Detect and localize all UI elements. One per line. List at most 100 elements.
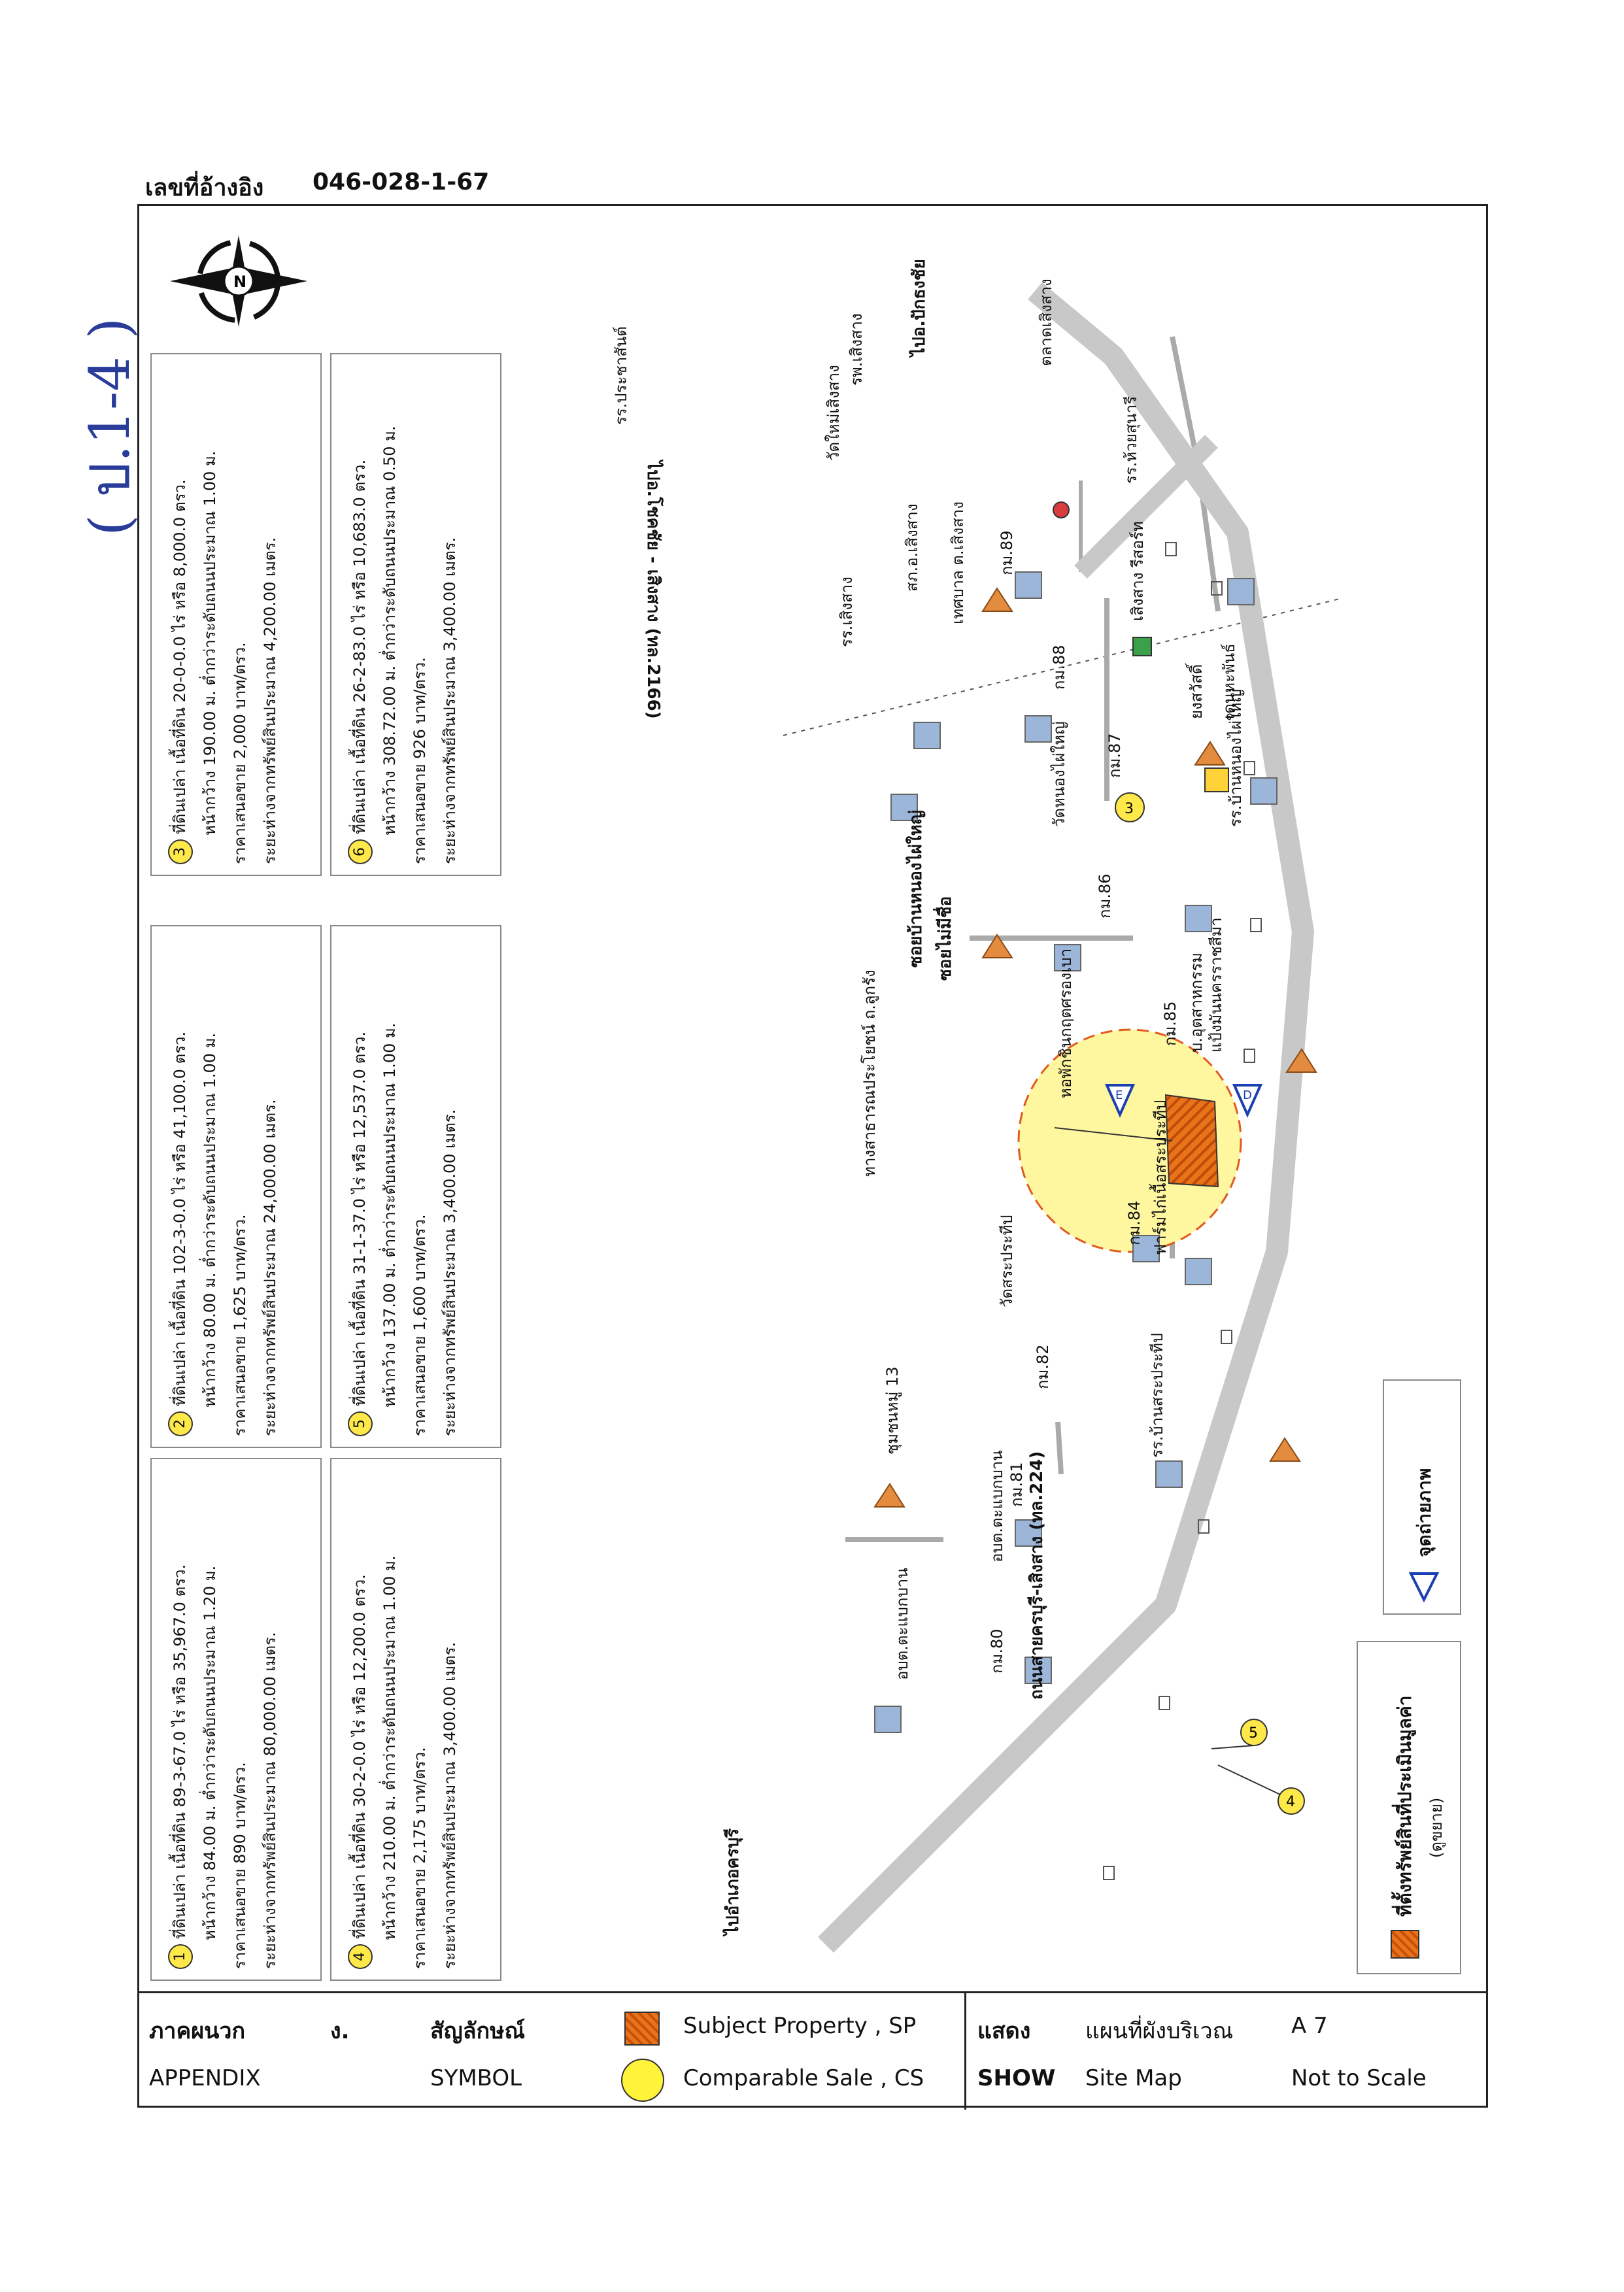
legend-photo-point: จุดถ่ายภาพ xyxy=(1383,1379,1461,1615)
temple-icon xyxy=(981,587,1013,612)
north-arrow-icon: N xyxy=(170,235,307,327)
km-85: กม.85 xyxy=(1161,1001,1179,1046)
comparable-panel-6: 6ที่ดินเปล่า เนื้อที่ดิน 26-2-83.0 ไร่ ห… xyxy=(330,353,501,876)
km-82: กม.82 xyxy=(1034,1344,1052,1389)
site-map: E D 3 5 4 xyxy=(783,282,1343,1953)
comparable-panel-1: 1ที่ดินเปล่า เนื้อที่ดิน 89-3-67.0 ไร่ ห… xyxy=(150,1458,322,1981)
comparable-sale-label: Comparable Sale , CS xyxy=(683,2065,924,2091)
marker-e-label: E xyxy=(1115,1088,1123,1102)
north-label: N xyxy=(233,273,246,291)
school-icon xyxy=(890,794,918,821)
temple-icon xyxy=(1194,741,1226,766)
leader-line xyxy=(1054,1127,1173,1141)
poi-yongsawat: ยงสวัสดิ์ xyxy=(1187,664,1206,719)
poi-abt-1: อบต.ตะแบกบาน xyxy=(893,1568,911,1680)
km-80: กม.80 xyxy=(988,1628,1006,1674)
km-89: กม.89 xyxy=(998,530,1016,575)
comparable-radius xyxy=(1017,1028,1242,1253)
label-community: ชุมชนหมู่ 13 xyxy=(883,1366,902,1455)
poi-resort: เสิงสาง รีสอร์ท xyxy=(1128,521,1147,621)
label-to-pakthongchai: ไปอ.ปักธงชัย xyxy=(909,259,929,356)
comparable-panel-3: 3ที่ดินเปล่า เนื้อที่ดิน 20-0-0.0 ไร่ หร… xyxy=(150,353,322,876)
school-icon xyxy=(1185,905,1212,932)
main-road-224 xyxy=(817,282,1314,1953)
marker-icon xyxy=(1053,501,1070,518)
resort-icon xyxy=(1204,767,1229,792)
photo-point-icon xyxy=(1408,1572,1440,1603)
factory-icon xyxy=(1285,1048,1317,1073)
hotel-icon xyxy=(1227,578,1255,605)
km-post-icon xyxy=(1243,761,1255,775)
label-public-road: ทางสาธารณประโยชน์ ถ.ลูกรัง xyxy=(860,969,879,1177)
legend-photo-label: จุดถ่ายภาพ xyxy=(1413,1468,1435,1557)
poi-school-sraprathip: รร.บ้านสระประทีป xyxy=(1148,1332,1166,1458)
school-icon xyxy=(1185,1258,1212,1285)
school-icon xyxy=(1024,715,1052,743)
km-87: กม.87 xyxy=(1106,733,1124,778)
road-2166 xyxy=(1074,435,1218,579)
legend-location: ที่ตั้งทรัพย์สินที่ประเมินมูลค่า (ดูขยาย… xyxy=(1357,1641,1461,1974)
reference-label: เลขที่อ้างอิง xyxy=(145,175,264,201)
poi-daenghapan: เดนหะพันธ์ xyxy=(1220,643,1238,719)
school-icon xyxy=(1250,777,1277,805)
reference-number: 046-028-1-67 xyxy=(313,169,490,195)
farm-icon xyxy=(1269,1437,1301,1462)
subject-property-label: Subject Property , SP xyxy=(683,2013,917,2039)
poi-wat-mai: วัดใหม่เสิงสาง xyxy=(824,365,843,461)
subject-swatch-icon xyxy=(1391,1930,1419,1959)
comparable-panel-5: 5ที่ดินเปล่า เนื้อที่ดิน 31-1-37.0 ไร่ ห… xyxy=(330,925,501,1448)
photo-marker-d xyxy=(1232,1084,1263,1118)
appendix-letter: ง. xyxy=(330,2018,350,2044)
km-84: กม.84 xyxy=(1125,1200,1143,1245)
comp-marker-4: 4 xyxy=(1277,1787,1305,1815)
gas-station-icon xyxy=(1132,637,1152,656)
footer-legend: ภาคผนวก ง. APPENDIX สัญลักษณ์ SYMBOL Sub… xyxy=(137,1991,1488,2110)
km-post-icon xyxy=(1211,581,1223,596)
comparable-panel-2: 2ที่ดินเปล่า เนื้อที่ดิน 102-3-0.0 ไร่ ห… xyxy=(150,925,322,1448)
poi-police: สภ.อ.เสิงสาง xyxy=(903,503,921,592)
symbol-en: SYMBOL xyxy=(430,2065,522,2091)
poi-school-sisoengsang: รร.เสิงสาง xyxy=(837,577,856,647)
comparable-panel-4: 4ที่ดินเปล่า เนื้อที่ดิน 30-2-0.0 ไร่ หร… xyxy=(330,1458,501,1981)
poi-market: ตลาดเสิงสาง xyxy=(1037,278,1055,366)
poi-school-prachasan: รร.ประชาสันต์ xyxy=(612,326,630,425)
label-road-2166: ไปอ.โชคชัย - เสิงสาง (ทล.2166) xyxy=(643,461,663,719)
school-icon xyxy=(1155,1460,1183,1488)
svg-text:4: 4 xyxy=(1286,1794,1295,1810)
poi-school-huai: รร.ห้วยสุนารี xyxy=(1122,396,1140,484)
poi-tesaban: เทศบาล ต.เสิงสาง xyxy=(949,501,967,624)
km-post-icon xyxy=(1103,1866,1115,1880)
poi-wat-sraprathip: วัดสระประทีป xyxy=(998,1215,1016,1307)
hospital-icon xyxy=(1015,571,1042,599)
km-86: กม.86 xyxy=(1096,873,1114,918)
building-icon xyxy=(1054,944,1081,971)
map-title-th: แผนที่ผังบริเวณ xyxy=(1085,2018,1234,2044)
legend-location-label: ที่ตั้งทรัพย์สินที่ประเมินมูลค่า xyxy=(1394,1695,1415,1917)
police-icon xyxy=(913,722,941,749)
symbol-th: สัญลักษณ์ xyxy=(430,2018,526,2044)
label-to-khon-buri: ไปอำเภอครบุรี xyxy=(723,1828,743,1935)
km-post-icon xyxy=(1198,1519,1210,1534)
subject-property-icon xyxy=(624,2012,660,2046)
poi-factory: แป้งมันนครราชสีมา xyxy=(1207,917,1225,1053)
temple-icon xyxy=(981,934,1013,958)
photo-marker-e xyxy=(1104,1084,1136,1118)
show-en: SHOW xyxy=(977,2065,1056,2091)
km-post-icon xyxy=(1165,542,1177,556)
building-icon xyxy=(1024,1657,1052,1684)
poi-abt-2: อบต.ตะแบกบาน xyxy=(988,1450,1006,1562)
temple-icon xyxy=(873,1483,905,1508)
poi-dormitory: หอพักชินกฤตศรองเบา xyxy=(1057,948,1075,1098)
km-post-icon xyxy=(1243,1049,1255,1063)
side-road-community xyxy=(1055,1421,1064,1475)
school-icon xyxy=(1015,1519,1042,1547)
appendix-en: APPENDIX xyxy=(149,2065,261,2091)
km-88: กม.88 xyxy=(1050,645,1068,690)
scale-note: Not to Scale xyxy=(1291,2065,1427,2091)
comparable-sale-icon xyxy=(621,2059,664,2102)
km-post-icon xyxy=(1159,1696,1170,1710)
map-code: A 7 xyxy=(1291,2013,1328,2039)
comp-marker-5: 5 xyxy=(1240,1719,1268,1746)
svg-text:5: 5 xyxy=(1249,1725,1258,1742)
comp-marker-3: 3 xyxy=(1115,792,1145,822)
